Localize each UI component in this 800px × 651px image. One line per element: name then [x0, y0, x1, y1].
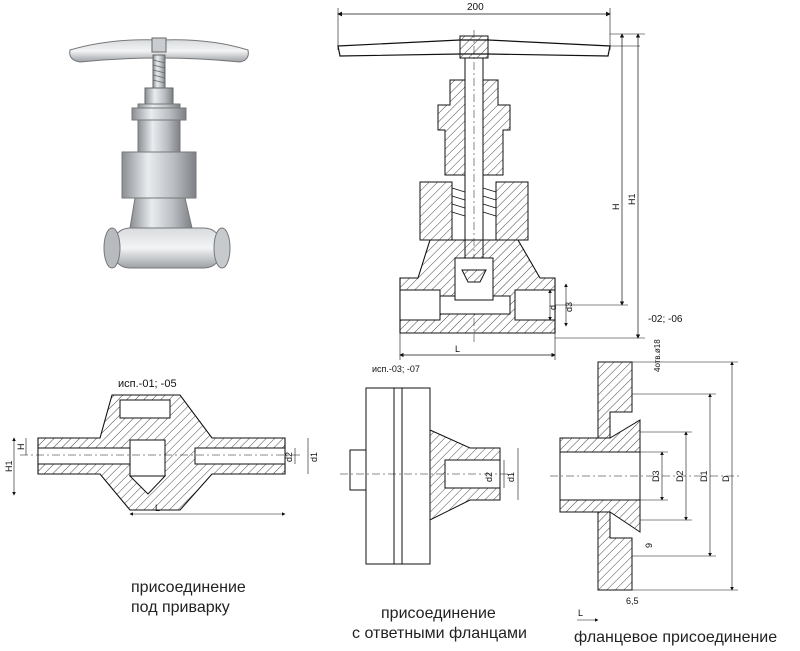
counter-dim-d1: d1	[506, 472, 516, 482]
flange-dim-L: L	[578, 608, 583, 618]
weld-caption-line1: присоединение	[131, 579, 246, 596]
flange-variant-label: -02; -06	[648, 314, 683, 325]
flange-holes-label: 4отв.ø18	[653, 339, 662, 372]
flange-dim-6-5: 6,5	[626, 596, 639, 606]
weld-view: исп.-01; -05 H1 H d2 d1 L	[4, 378, 319, 516]
weld-caption-line2: под приварку	[131, 599, 230, 616]
flange-dim-D: D	[721, 475, 731, 482]
valve-render	[69, 37, 249, 269]
counter-caption-line1: присоединение	[381, 605, 496, 622]
counter-dim-d2: d2	[484, 472, 494, 482]
dim-d3: d3	[564, 302, 574, 312]
dim-d: d	[548, 305, 558, 310]
flange-dim-D3: D3	[651, 470, 661, 482]
dim-H1: H1	[627, 193, 637, 205]
flange-caption: фланцевое присоединение	[574, 629, 778, 646]
dim-200: 200	[467, 2, 484, 13]
flange-view: -02; -06 4отв.ø18 D3 D2 D1 D 9 L 6,5	[550, 314, 740, 622]
dim-H: H	[611, 204, 621, 211]
counter-flange-view: исп.-03; -07 d2 d1	[340, 364, 519, 565]
flange-dim-D1: D1	[699, 470, 709, 482]
weld-dim-d2: d2	[284, 452, 294, 462]
dim-L: L	[455, 344, 460, 354]
weld-dim-L: L	[155, 503, 160, 513]
weld-dim-H: H	[16, 444, 26, 451]
section-main: 200 d d3	[337, 2, 645, 360]
counter-variant-label: исп.-03; -07	[372, 364, 420, 374]
flange-dim-D2: D2	[675, 470, 685, 482]
weld-dim-H1: H1	[4, 460, 14, 472]
counter-caption-line2: с ответными фланцами	[352, 625, 527, 642]
weld-dim-d1: d1	[309, 452, 319, 462]
weld-variant-label: исп.-01; -05	[118, 378, 177, 390]
flange-dim-9: 9	[644, 543, 654, 548]
